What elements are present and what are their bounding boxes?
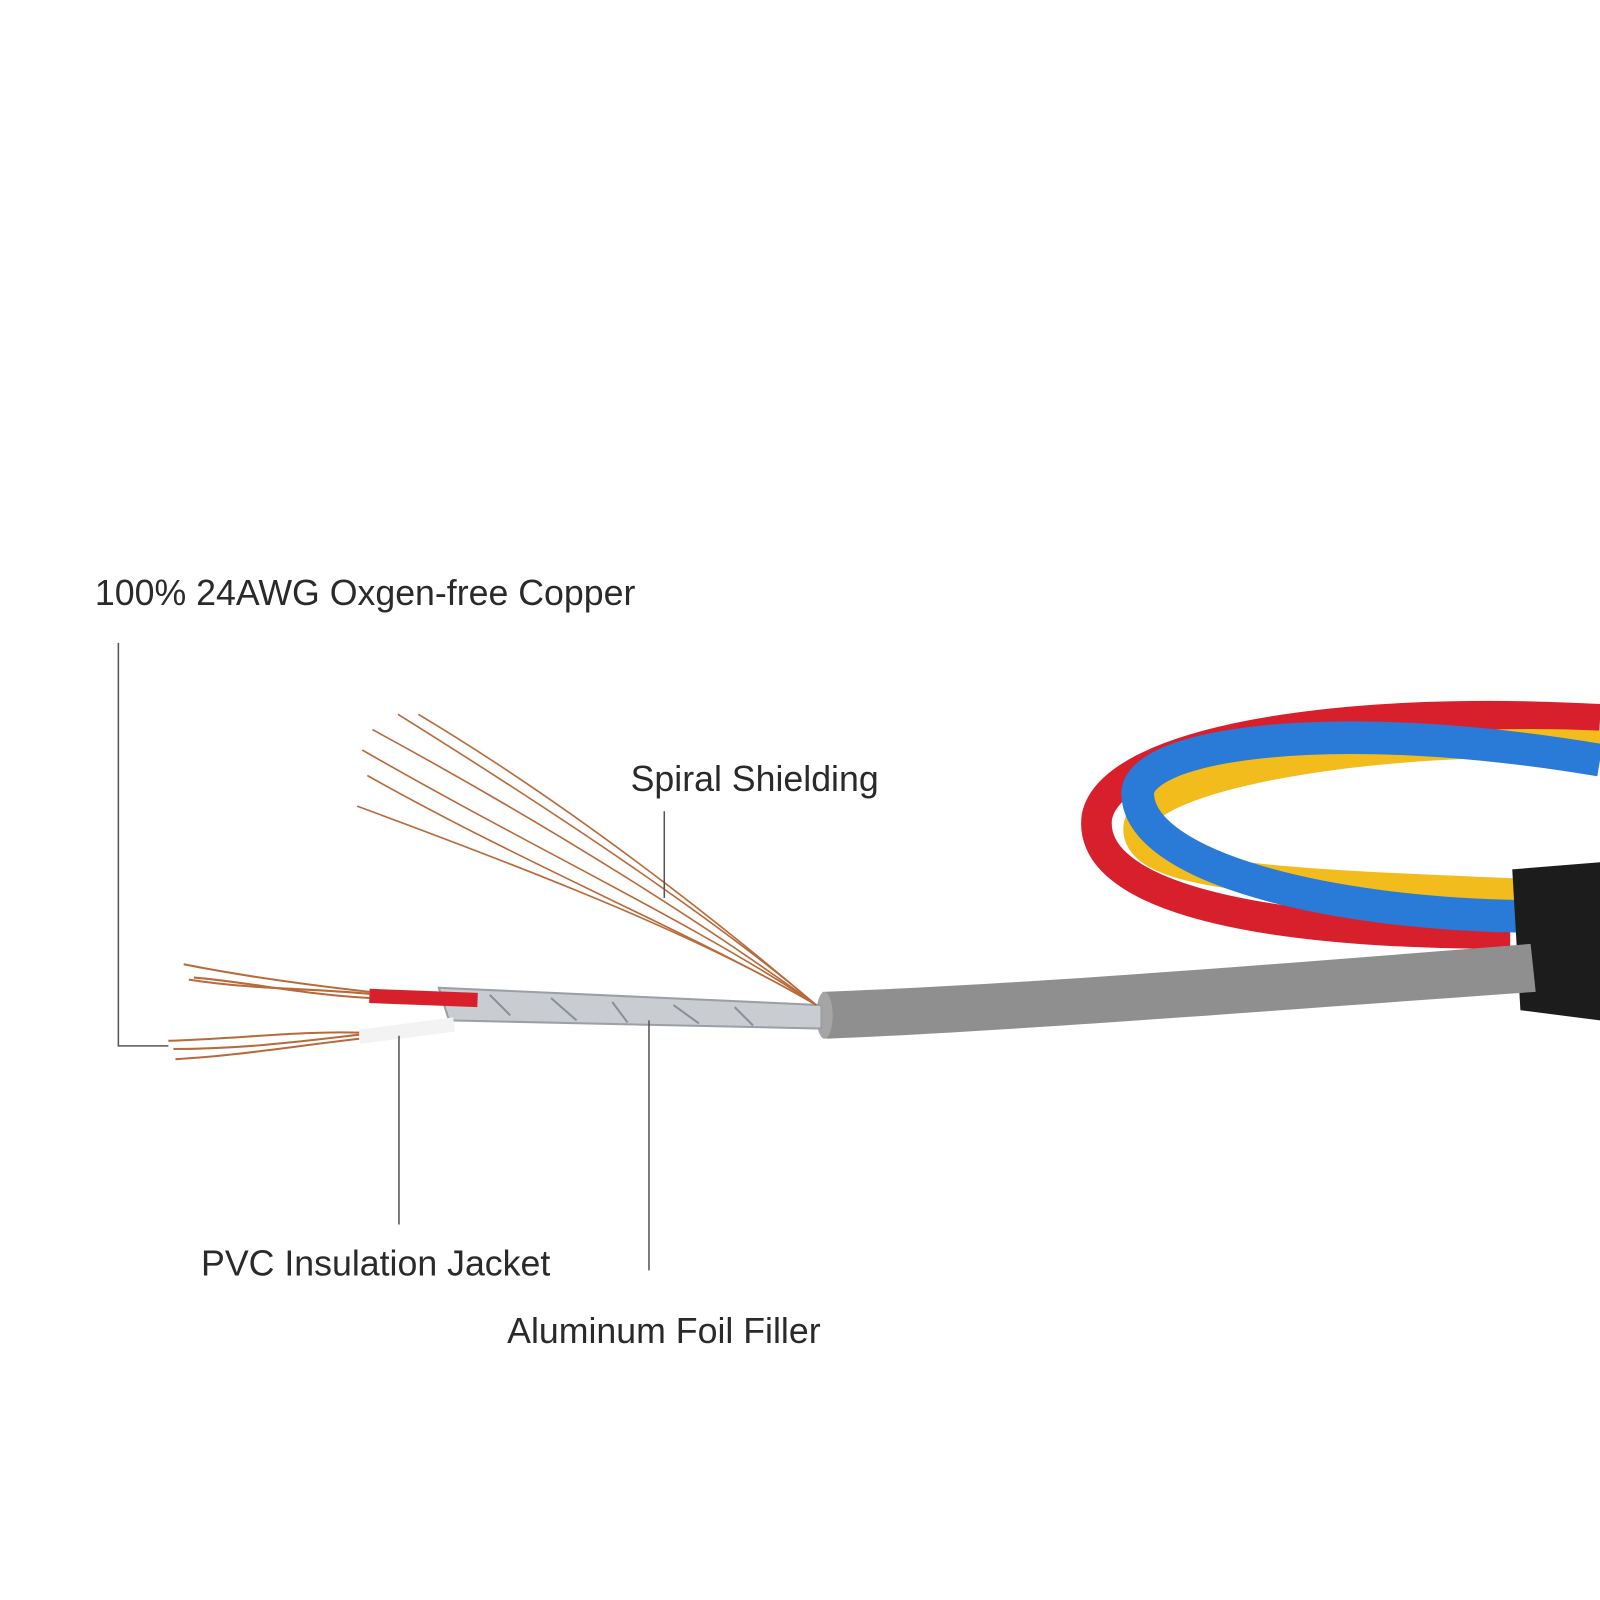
white-inner-wire: [358, 1017, 455, 1044]
leader-lines: [117, 642, 666, 1271]
label-copper: 100% 24AWG Oxgen-free Copper: [95, 573, 636, 613]
label-spiral-shielding: Spiral Shielding: [631, 759, 879, 799]
copper-strands: [168, 963, 370, 1061]
blue-wire-loop: [1121, 721, 1600, 933]
aluminum-foil: [437, 986, 823, 1030]
wire-loops: [1081, 700, 1600, 949]
red-wire-loop: [1081, 700, 1600, 949]
heat-shrink: [1512, 862, 1600, 1021]
foil-wrinkles: [489, 994, 754, 1027]
shield-strands: [356, 713, 817, 1006]
red-inner-wire: [369, 988, 478, 1008]
copper-leader: [117, 642, 169, 1047]
label-pvc-jacket: PVC Insulation Jacket: [201, 1244, 550, 1284]
label-foil-filler: Aluminum Foil Filler: [507, 1311, 821, 1351]
grey-jacket: [822, 943, 1536, 1039]
